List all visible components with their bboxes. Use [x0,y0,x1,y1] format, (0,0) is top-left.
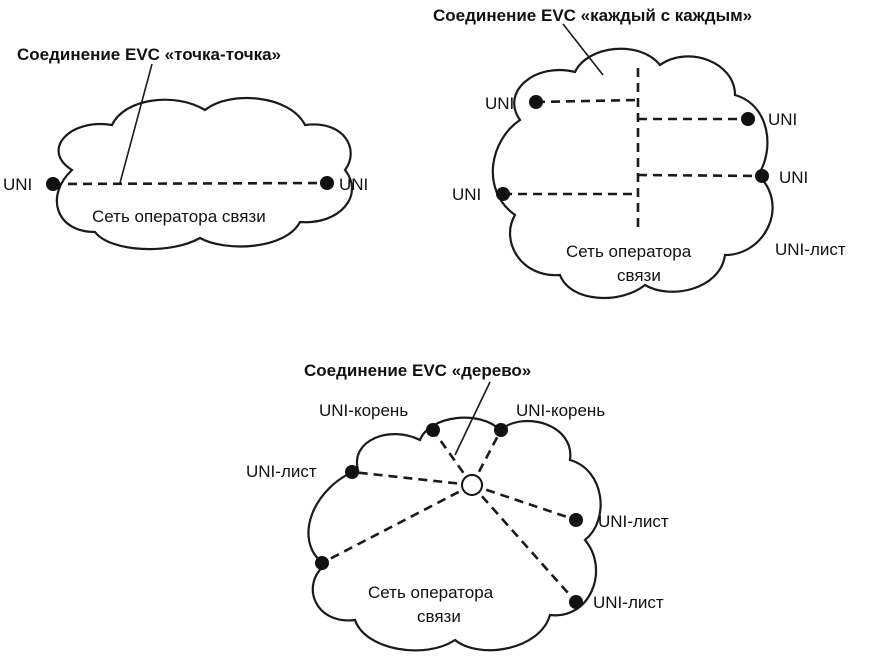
tree-root-right-label: UNI-корень [516,401,605,420]
ptp-uni-right-label: UNI [339,175,368,194]
tree-root-left-label: UNI-корень [319,401,408,420]
tree-hub [461,474,483,496]
tree-link-leaf-right-1 [471,483,577,522]
tree-link-leaf-left [351,470,473,487]
tree-root-right-dot [494,423,508,437]
ptp-uni-left-label: UNI [3,175,32,194]
tree-leaf-right-2-label: UNI-лист [593,593,664,612]
mesh-branch-1 [535,98,639,104]
ptp-network-label: Сеть оператора связи [92,207,266,226]
ptp-uni-right-dot [320,176,334,190]
mesh-title: Соединение EVC «каждый с каждым» [433,6,752,25]
tree-title: Соединение EVC «дерево» [304,361,531,380]
mesh-leaf-label: UNI-лист [775,240,846,259]
tree-link-leaf-bottom-left [321,483,473,565]
tree-link-root-left [431,429,474,486]
mesh-group: Соединение EVC «каждый с каждым» UNI UNI… [433,6,846,300]
tree-link-root-right [470,429,503,486]
mesh-pointer-line [562,23,604,76]
tree-leaf-right-2-dot [569,595,583,609]
mesh-uni-2-label: UNI [768,110,797,129]
ptp-uni-left-dot [46,177,60,191]
mesh-uni-3-label: UNI [779,168,808,187]
mesh-uni-4-label: UNI [452,185,481,204]
mesh-cloud [491,47,774,300]
ptp-pointer-line [119,63,153,184]
tree-network-label-line1: Сеть оператора [368,583,494,602]
tree-network-label-line2: связи [417,607,461,626]
tree-leaf-right-1-dot [569,513,583,527]
ptp-evc-line [52,181,328,186]
mesh-network-label-line2: связи [617,266,661,285]
ptp-group: Соединение EVC «точка-точка» UNI UNI Сет… [3,45,368,251]
mesh-uni-2-dot [741,112,755,126]
tree-pointer-line [454,381,491,456]
mesh-branch-3 [637,173,763,178]
tree-leaf-left-dot [345,465,359,479]
tree-leaf-bottom-left-dot [315,556,329,570]
mesh-uni-4-dot [496,187,510,201]
mesh-uni-3-dot [755,169,769,183]
tree-link-leaf-right-2 [471,484,577,603]
ptp-cloud [55,96,354,251]
mesh-network-label-line1: Сеть оператора [566,242,692,261]
mesh-uni-1-label: UNI [485,94,514,113]
tree-group: Соединение EVC «дерево» UNI-корень UNI-к… [246,361,669,652]
tree-leaf-right-1-label: UNI-лист [598,512,669,531]
tree-leaf-left-label: UNI-лист [246,462,317,481]
tree-root-left-dot [426,423,440,437]
mesh-uni-1-dot [529,95,543,109]
ptp-title: Соединение EVC «точка-точка» [17,45,281,64]
